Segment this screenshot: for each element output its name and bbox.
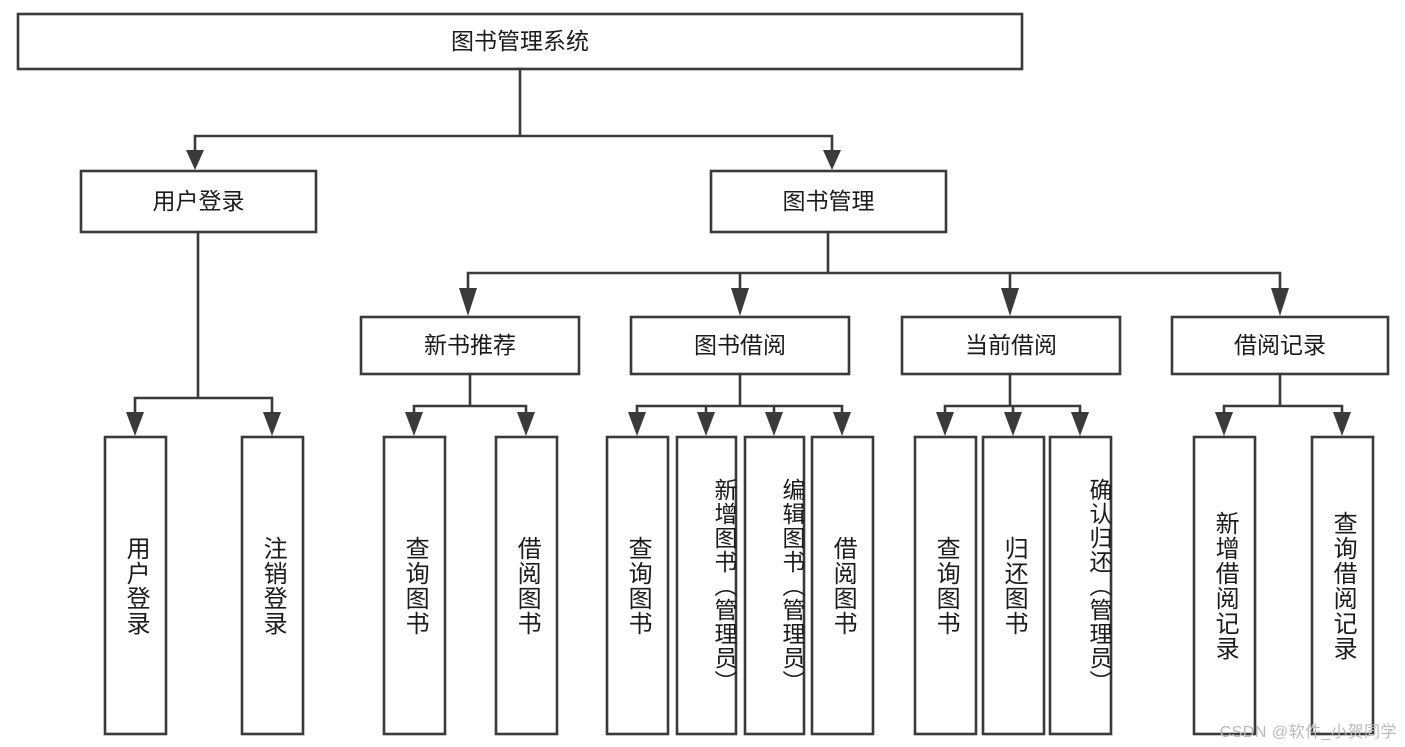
connector-book-mgmt-to-level3 <box>466 230 1282 292</box>
arrowhead-borrow-records-leaf-1 <box>1215 412 1233 436</box>
arrowhead-to-current-borrow <box>1001 288 1019 316</box>
node-box-leaf-confirm-return-admin[interactable] <box>1048 435 1113 736</box>
connector-borrow-records-to-leaves <box>1222 372 1344 416</box>
arrowhead-new-book-leaf-1 <box>405 412 423 436</box>
arrowhead-user-login-leaf-1 <box>126 412 144 436</box>
node-box-leaf-borrow-book-nb[interactable] <box>494 435 559 736</box>
arrowhead-to-book-mgmt <box>823 150 841 170</box>
node-box-borrow-records[interactable] <box>1170 315 1390 376</box>
connector-book-borrow-to-leaves <box>635 372 844 416</box>
arrowhead-to-new-book-rec <box>459 288 477 316</box>
arrowhead-current-borrow-leaf-2 <box>1004 412 1022 436</box>
node-box-new-book-recommend[interactable] <box>359 315 581 376</box>
node-box-leaf-logout[interactable] <box>240 435 305 736</box>
arrowhead-to-book-borrow <box>731 288 749 316</box>
node-box-leaf-query-book-cb[interactable] <box>913 435 978 736</box>
connector-root-to-level2 <box>193 67 834 154</box>
node-box-user-login[interactable] <box>79 169 318 234</box>
node-box-leaf-query-borrow-record[interactable] <box>1310 435 1375 736</box>
node-box-leaf-add-book-admin[interactable] <box>675 435 738 736</box>
arrowhead-borrow-records-leaf-2 <box>1333 412 1351 436</box>
arrowhead-user-login-leaf-2 <box>263 412 281 436</box>
node-box-root[interactable] <box>16 12 1024 71</box>
arrowhead-current-borrow-leaf-1 <box>936 412 954 436</box>
watermark-text: CSDN @软件_小贺同学 <box>1219 724 1397 741</box>
node-box-current-borrow[interactable] <box>900 315 1122 376</box>
node-box-leaf-borrow-book-bb[interactable] <box>810 435 875 736</box>
arrowhead-book-borrow-leaf-4 <box>833 412 851 436</box>
arrowhead-book-borrow-leaf-2 <box>697 412 715 436</box>
arrowhead-book-borrow-leaf-3 <box>765 412 783 436</box>
connector-new-book-to-leaves <box>412 372 528 416</box>
node-box-book-management[interactable] <box>709 169 948 234</box>
node-box-book-borrow[interactable] <box>629 315 851 376</box>
connector-current-borrow-to-leaves <box>943 372 1082 416</box>
node-box-leaf-edit-book-admin[interactable] <box>743 435 806 736</box>
arrowhead-current-borrow-leaf-3 <box>1071 412 1089 436</box>
node-box-leaf-user-login[interactable] <box>103 435 168 736</box>
node-box-leaf-query-book-bb[interactable] <box>605 435 670 736</box>
arrowhead-to-user-login <box>186 150 204 170</box>
node-box-leaf-query-book-nb[interactable] <box>382 435 447 736</box>
node-box-leaf-add-borrow-record[interactable] <box>1192 435 1257 736</box>
arrowhead-new-book-leaf-2 <box>517 412 535 436</box>
node-box-leaf-return-book[interactable] <box>981 435 1046 736</box>
connector-user-login-to-leaves <box>133 230 274 416</box>
arrowhead-to-borrow-records <box>1271 288 1289 316</box>
arrowhead-book-borrow-leaf-1 <box>628 412 646 436</box>
